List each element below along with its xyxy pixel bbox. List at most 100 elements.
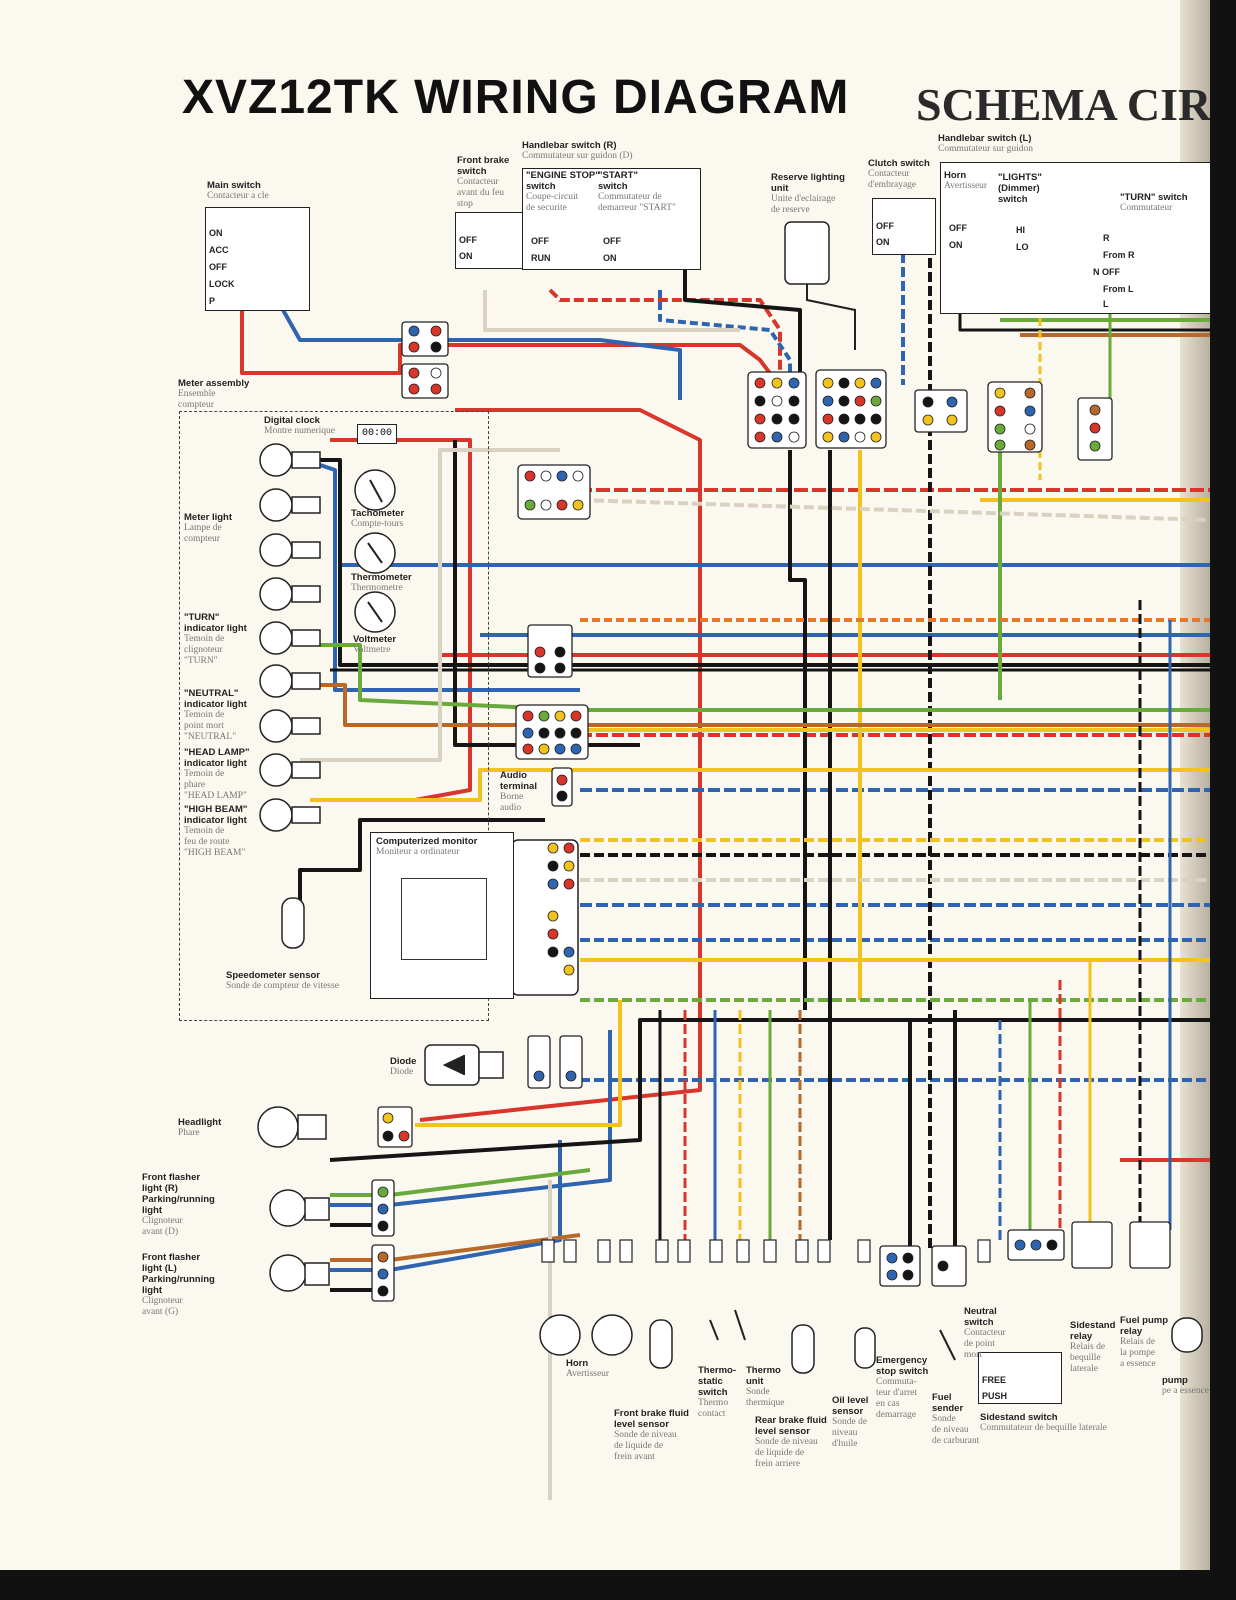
turn-state: N OFF [1093, 267, 1120, 277]
clutch-switch-french: Contacteur d'embrayage [868, 169, 917, 190]
bottom-sensors [539, 1309, 1203, 1374]
front-brake-switch-name: Front brake switch [457, 155, 510, 177]
engine-stop-state: RUN [531, 253, 551, 263]
front-brake-switch-french: Contacteur avant du feu stop [457, 177, 504, 209]
oil-level-sensor-name: Oil level sensor [832, 1395, 869, 1417]
diagram-title-french: SCHEMA CIR [916, 79, 1210, 130]
connector-pins [377, 325, 1101, 1297]
sidestand-relay-name: Sidestand relay [1070, 1320, 1116, 1342]
clutch-switch-box: OFF ON [872, 198, 936, 255]
monitor-connector-pins [547, 842, 575, 976]
reserve-lighting-unit-box [784, 221, 830, 285]
turn-state: From R [1103, 250, 1135, 260]
start-switch-french: Commutateur de demarreur "START" [598, 192, 676, 213]
horn-switch-name: Horn [944, 170, 967, 181]
headlight-socket [297, 1114, 327, 1140]
neutral-indicator-name: "NEUTRAL" indicator light [184, 688, 247, 710]
wire-yellow [415, 1000, 622, 1127]
main-switch-name: Main switch [207, 180, 261, 191]
main-switch-state: ACC [209, 245, 229, 255]
audio-terminal-french: Borne audio [500, 792, 524, 813]
clutch-switch-name: Clutch switch [868, 158, 930, 169]
diode-french: Diode [390, 1067, 414, 1077]
thermo-unit-name: Thermo unit [746, 1365, 781, 1387]
front-flasher-l-french: Clignoteur avant (G) [142, 1296, 183, 1317]
emergency-stop-switch-name: Emergency stop switch [876, 1355, 929, 1377]
front-brake-switch-box: OFF ON [455, 212, 523, 269]
highbeam-indicator-name: "HIGH BEAM" indicator light [184, 804, 248, 826]
diagram-title: XVZ12TK WIRING DIAGRAM [182, 71, 850, 124]
main-switch-state: ON [209, 228, 223, 238]
pump-french: pe a essence [1162, 1386, 1209, 1396]
front-brake-fluid-french: Sonde de niveau de liquide de frein avan… [614, 1430, 677, 1462]
main-switch-french: Contacteur a cle [207, 191, 269, 201]
clutch-state: OFF [876, 221, 894, 231]
headlight-french: Phare [178, 1128, 200, 1138]
turn-indicator-french: Temoin de clignoteur "TURN" [184, 634, 225, 666]
wire-blue [330, 1140, 562, 1272]
sidestand-state: FREE [982, 1375, 1007, 1385]
pump-name: pump [1162, 1375, 1188, 1386]
thermostatic-switch-french: Thermo contact [698, 1398, 729, 1419]
handlebar-switch-l-french: Commutateur sur guidon [938, 144, 1033, 154]
sidestand-switch-french: Commutateur de bequille laterale [980, 1423, 1107, 1433]
meter-light-french: Lampe de compteur [184, 523, 222, 544]
neutral-switch-french: Contacteur de point mort [964, 1328, 1006, 1360]
meter-assembly-name: Meter assembly [178, 378, 250, 389]
bottom-terminals [541, 1239, 991, 1263]
front-flasher-r-bulb [269, 1189, 307, 1227]
front-brake-state: ON [459, 251, 473, 261]
meter-assembly-french: Ensemble compteur [178, 389, 216, 410]
speedometer-sensor-name: Speedometer sensor [226, 970, 320, 981]
wire-blue [319, 463, 580, 692]
thermometer-name: Thermometer [351, 572, 412, 583]
handlebar-switch-r-french: Commutateur sur guidon (D) [522, 151, 633, 161]
diode-symbol [442, 1055, 465, 1075]
digital-clock-name: Digital clock [264, 415, 320, 426]
wire-red [240, 310, 777, 382]
sidestand-switch-name: Sidestand switch [980, 1412, 1058, 1423]
digital-clock-display: 00:00 [357, 424, 397, 444]
horn-french: Avertisseur [566, 1369, 610, 1379]
handlebar-switch-l-box: OFF ON HI LO R From R N OFF From L L [940, 162, 1210, 314]
lights-switch-label: "LIGHTS" (Dimmer) switch [998, 172, 1042, 205]
handlebar-switch-l-label: Handlebar switch (L)Commutateur sur guid… [938, 133, 1033, 155]
front-brake-state: OFF [459, 235, 477, 245]
front-flasher-r-french: Clignoteur avant (D) [142, 1216, 183, 1237]
computerized-monitor-box [370, 832, 514, 999]
reserve-lighting-unit-name: Reserve lighting unit [771, 172, 845, 194]
turn-state: R [1103, 233, 1110, 243]
wire-green [320, 643, 1210, 712]
speedometer-sensor-shape [281, 897, 305, 949]
headlight-bulb [257, 1106, 299, 1148]
horn-state: OFF [949, 223, 967, 233]
turn-switch-name: "TURN" switch [1120, 192, 1188, 203]
reserve-lighting-unit-french: Unite d'eclairage de reserve [771, 194, 836, 215]
front-flasher-r-name: Front flasher light (R) Parking/running … [142, 1172, 215, 1216]
voltmeter-name: Voltmeter [353, 634, 397, 645]
start-state: ON [603, 253, 617, 263]
wire-red [419, 408, 702, 1122]
computerized-monitor-name: Computerized monitor [376, 836, 478, 847]
